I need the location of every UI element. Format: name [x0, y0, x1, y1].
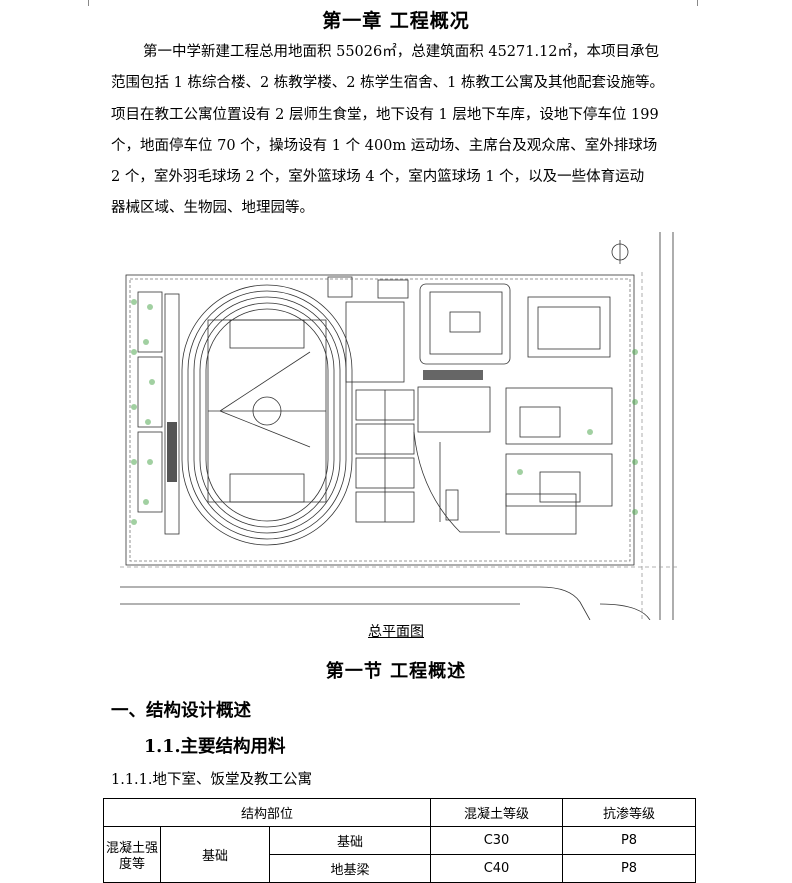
header-seepage-grade: 抗渗等级: [562, 798, 696, 827]
sub-group-label: 基础: [160, 826, 270, 883]
cell-part: 基础: [269, 826, 431, 855]
figure-caption: 总平面图: [0, 621, 792, 641]
table-row: 混凝土强度等 基础 基础 C30 P8: [103, 826, 696, 883]
figure-caption-text: 总平面图: [368, 624, 424, 640]
crop-mark-left: [88, 0, 89, 6]
header-concrete-grade: 混凝土等级: [430, 798, 563, 827]
cell-part: 地基梁: [269, 854, 431, 883]
cell-seepage: P8: [562, 826, 696, 855]
cell-seepage: P8: [562, 854, 696, 883]
table-header-row: 结构部位 混凝土等级 抗渗等级: [103, 798, 696, 827]
concrete-spec-table: 结构部位 混凝土等级 抗渗等级 混凝土强度等 基础 基础 C30 P8 地基梁 …: [103, 798, 696, 883]
intro-paragraph: 第一中学新建工程总用地面积 55026㎡，总建筑面积 45271.12㎡，本项目…: [111, 37, 691, 225]
group-label: 混凝土强度等: [103, 826, 161, 883]
intro-line: 个，地面停车位 70 个，操场设有 1 个 400m 运动场、主席台及观众席、室…: [111, 137, 658, 154]
header-structure-part: 结构部位: [103, 798, 431, 827]
cell-grade: C40: [430, 854, 563, 883]
intro-line: 项目在教工公寓位置设有 2 层师生食堂，地下设有 1 层地下车库，设地下停车位 …: [111, 106, 659, 123]
intro-line: 第一中学新建工程总用地面积 55026㎡，总建筑面积 45271.12㎡，本项目…: [143, 44, 660, 60]
section-title: 第一节 工程概述: [325, 661, 467, 682]
site-plan-figure: [120, 232, 680, 620]
crop-mark-right: [697, 0, 698, 6]
intro-line: 范围包括 1 栋综合楼、2 栋教学楼、2 栋学生宿舍、1 栋教工公寓及其他配套设…: [111, 75, 664, 92]
heading-main-materials: 1.1.主要结构用料: [144, 737, 286, 757]
heading-basement-canteen: 1.1.1.地下室、饭堂及教工公寓: [111, 772, 313, 788]
chapter-title: 第一章 工程概况: [322, 10, 470, 32]
cell-grade: C30: [430, 826, 563, 855]
intro-line: 器械区域、生物园、地理园等。: [111, 200, 314, 217]
heading-structural-design: 一、结构设计概述: [111, 701, 251, 721]
intro-line: 2 个，室外羽毛球场 2 个，室外篮球场 4 个，室内篮球场 1 个，以及一些体…: [111, 169, 645, 186]
